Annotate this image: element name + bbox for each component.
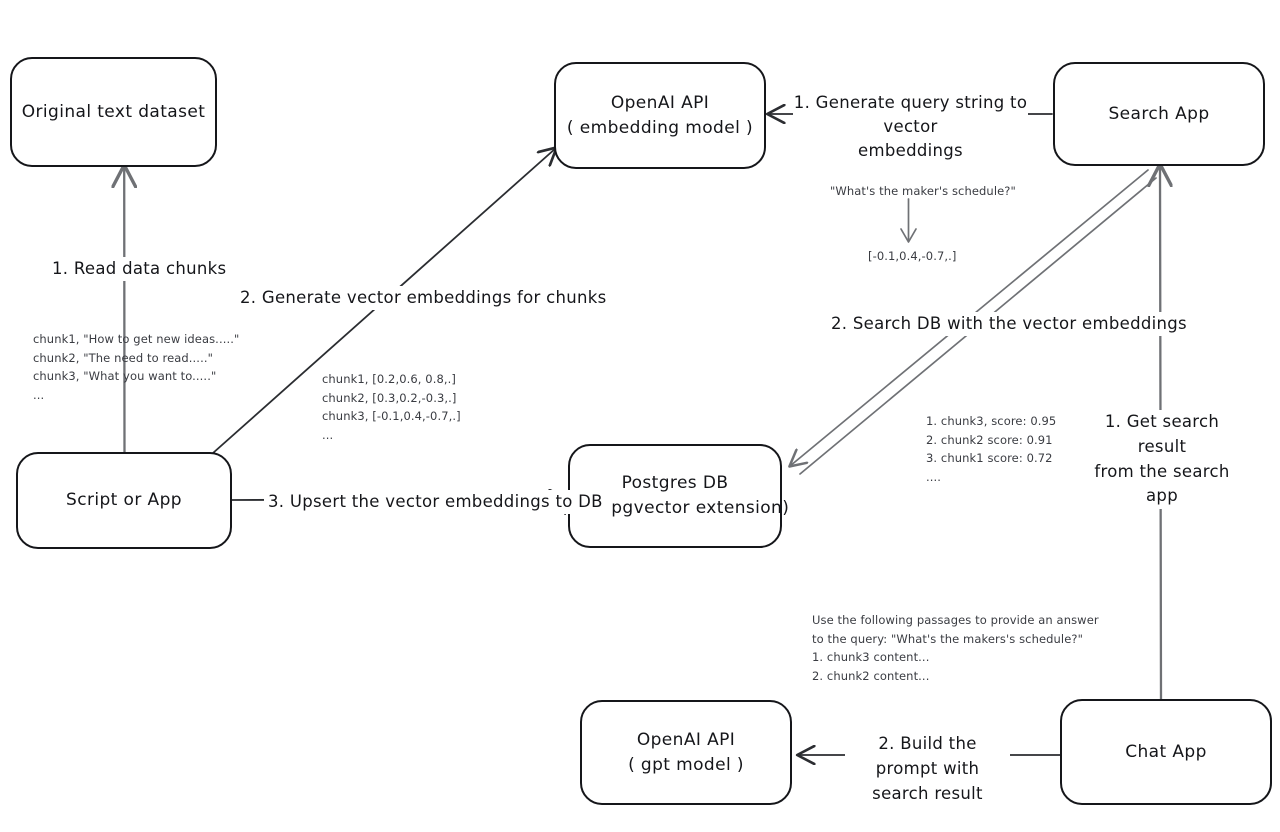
node-chat-app[interactable]: Chat App <box>1060 699 1272 805</box>
note-search-results: 1. chunk3, score: 0.95 2. chunk2 score: … <box>926 414 1057 484</box>
edge-label-upsert-to-db: 3. Upsert the vector embeddings to DB <box>264 490 607 514</box>
node-label-line1: Postgres DB <box>621 473 729 494</box>
node-label-line1: Search App <box>1108 103 1210 124</box>
node-label-line1: OpenAI API <box>636 729 736 750</box>
edge-label-generate-vector-embeddings: 2. Generate vector embeddings for chunks <box>240 286 607 310</box>
edge-label-get-search-result: 1. Get search result from the search app <box>1092 410 1232 509</box>
node-script-or-app[interactable]: Script or App <box>16 452 232 549</box>
node-label-line1: Script or App <box>66 490 182 511</box>
edge-label-search-db: 2. Search DB with the vector embeddings <box>828 312 1190 336</box>
node-openai-gpt-model[interactable]: OpenAI API ( gpt model ) <box>580 700 792 805</box>
node-original-text-dataset[interactable]: Original text dataset <box>10 57 217 167</box>
node-label-line1: OpenAI API <box>610 92 710 113</box>
edge-label-read-data-chunks: 1. Read data chunks <box>52 257 227 281</box>
node-openai-embedding-model[interactable]: OpenAI API ( embedding model ) <box>554 62 766 169</box>
query-to-embedding-arrow <box>900 198 917 243</box>
node-label-line2: ( gpt model ) <box>628 754 744 775</box>
node-label-line1: Chat App <box>1125 741 1207 762</box>
node-label-line2: ( embedding model ) <box>566 117 754 138</box>
node-label-line1: Original text dataset <box>21 101 206 122</box>
node-label-line2: (with pgvector extension) <box>560 498 790 518</box>
note-query-embedding: [-0.1,0.4,-0.7,.] <box>868 249 957 263</box>
edge-label-generate-query-string: 1. Generate query string to vector embed… <box>793 91 1028 163</box>
note-prompt-sample: Use the following passages to provide an… <box>812 613 1099 683</box>
note-chunks-sample: chunk1, "How to get new ideas....." chun… <box>33 332 240 402</box>
node-search-app[interactable]: Search App <box>1053 62 1265 166</box>
note-embeddings-sample: chunk1, [0.2,0.6, 0.8,.] chunk2, [0.3,0.… <box>322 372 461 442</box>
edge-label-build-prompt: 2. Build the prompt with search result <box>845 732 1010 807</box>
